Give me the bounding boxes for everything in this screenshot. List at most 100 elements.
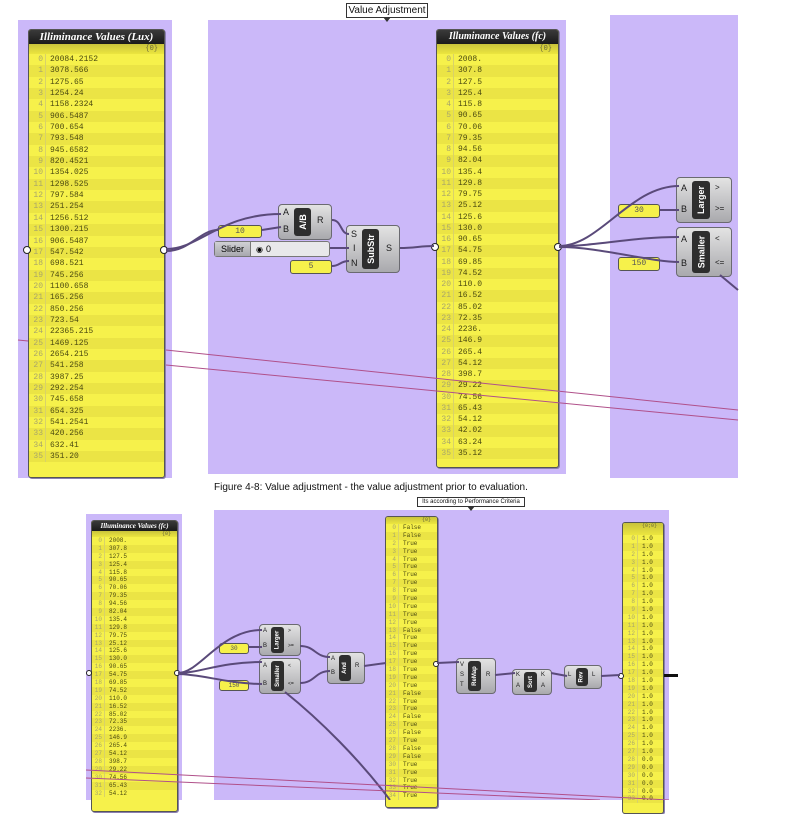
larger-component[interactable]: A B Larger > >= — [676, 177, 732, 223]
row-value: 1.0 — [642, 637, 653, 645]
result-panel-input-grip[interactable] — [618, 673, 624, 679]
row-value: True — [403, 760, 418, 768]
smaller-threshold-number-panel[interactable]: 150 — [618, 257, 660, 271]
bottom-larger-threshold-number-panel[interactable]: 30 — [219, 643, 249, 654]
bottom-larger-input-a[interactable]: A — [263, 628, 268, 634]
larger-input-b[interactable]: B — [681, 204, 688, 214]
row-index: 21 — [29, 292, 46, 304]
substr-component[interactable]: S I N SubStr S — [346, 225, 400, 273]
bottom-larger-component[interactable]: A B Larger > >= — [259, 624, 301, 656]
remap-input-t[interactable]: T — [460, 682, 464, 688]
row-value: 398.7 — [458, 370, 483, 379]
bottom-larger-output-gte[interactable]: >= — [288, 643, 294, 649]
row-value: 165.256 — [50, 293, 84, 303]
row-index: 24 — [623, 724, 638, 733]
reverse-component[interactable]: L Rev L — [564, 665, 602, 689]
smaller-input-a[interactable]: A — [681, 234, 688, 244]
larger-output-gte[interactable]: >= — [715, 204, 725, 213]
reverse-output-l[interactable]: L — [592, 672, 596, 678]
division-input-b[interactable]: B — [283, 224, 290, 234]
bottom-fc-input-grip[interactable] — [86, 670, 92, 676]
substr-input-s[interactable]: S — [351, 229, 358, 239]
row-index: 9 — [29, 156, 46, 168]
row-value: 16.52 — [458, 291, 483, 301]
row-value: 1.0 — [642, 606, 653, 614]
larger-input-a[interactable]: A — [681, 183, 688, 193]
row-value: True — [403, 602, 418, 610]
remap-input-v[interactable]: V — [460, 662, 465, 668]
bottom-smaller-component[interactable]: A B Smaller < <= — [259, 658, 301, 694]
row-index: 25 — [437, 335, 454, 347]
lux-panel-input-grip[interactable] — [23, 246, 31, 254]
and-output-r[interactable]: R — [355, 663, 360, 669]
row-value: 94.56 — [109, 600, 128, 608]
sort-label: Sort — [524, 672, 537, 692]
remap-output-r[interactable]: R — [486, 672, 491, 678]
bottom-smaller-output-lte[interactable]: <= — [288, 681, 294, 687]
substr-input-n[interactable]: N — [351, 258, 358, 268]
fc-panel-input-grip[interactable] — [431, 243, 439, 251]
row-value: False — [403, 729, 422, 737]
reverse-input-l[interactable]: L — [568, 672, 572, 678]
row-index: 31 — [437, 402, 454, 414]
bottom-larger-input-b[interactable]: B — [263, 643, 268, 649]
larger-output-gt[interactable]: > — [715, 183, 720, 192]
slider-knob-icon[interactable]: ◉ — [256, 244, 263, 254]
index-slider[interactable]: Slider ◉ 0 — [214, 241, 330, 257]
smaller-component[interactable]: A B Smaller < <= — [676, 227, 732, 277]
larger-threshold-number-panel[interactable]: 30 — [618, 204, 660, 218]
row-index: 14 — [29, 212, 46, 225]
boolean-panel-output-grip[interactable] — [433, 661, 439, 667]
and-component[interactable]: A B And R — [327, 652, 365, 684]
substr-input-i[interactable]: I — [353, 243, 356, 253]
remap-component[interactable]: V S T ReMap R — [456, 658, 496, 694]
sort-input-a[interactable]: A — [516, 683, 521, 689]
smaller-output-lte[interactable]: <= — [715, 258, 725, 267]
and-input-a[interactable]: A — [331, 656, 336, 662]
sort-input-k[interactable]: K — [516, 672, 521, 678]
division-component[interactable]: A B A/B R — [278, 204, 332, 240]
row-index: 22 — [386, 697, 399, 706]
sort-output-a[interactable]: A — [541, 683, 546, 689]
sort-component[interactable]: K A Sort K A — [512, 669, 552, 695]
bottom-smaller-input-a[interactable]: A — [263, 663, 268, 669]
bottom-larger-output-gt[interactable]: > — [288, 628, 291, 634]
row-index: 6 — [623, 582, 638, 591]
row-index: 33 — [386, 784, 399, 793]
substr-output-s[interactable]: S — [386, 243, 393, 253]
row-index: 27 — [623, 748, 638, 756]
bottom-smaller-input-b[interactable]: B — [263, 681, 268, 687]
row-index: 29 — [623, 763, 638, 772]
and-input-b[interactable]: B — [331, 670, 336, 676]
lux-panel-output-grip[interactable] — [160, 246, 168, 254]
bottom-fc-output-grip[interactable] — [174, 670, 180, 676]
remap-input-s[interactable]: S — [460, 672, 465, 678]
sort-output-k[interactable]: K — [541, 672, 546, 678]
bottom-smaller-output-lt[interactable]: < — [288, 663, 291, 669]
bottom-smaller-threshold-number-panel[interactable]: 150 — [219, 680, 249, 691]
smaller-output-lt[interactable]: < — [715, 234, 720, 243]
divisor-number-panel[interactable]: 10 — [218, 225, 262, 238]
division-input-a[interactable]: A — [283, 207, 290, 217]
row-index: 29 — [437, 380, 454, 392]
division-output-r[interactable]: R — [317, 215, 324, 225]
smaller-input-b[interactable]: B — [681, 258, 688, 268]
substr-length-number-panel[interactable]: 5 — [290, 260, 332, 274]
fc-panel-output-grip[interactable] — [554, 243, 562, 251]
